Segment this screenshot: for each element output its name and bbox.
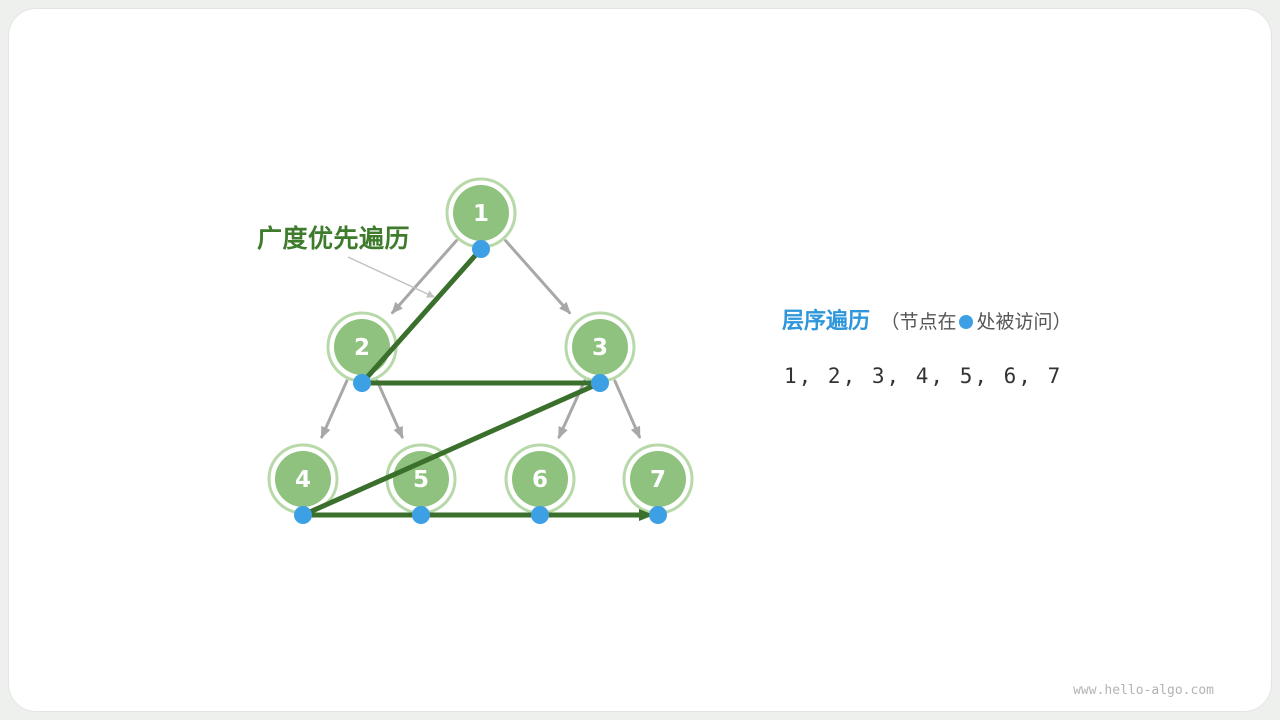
tree-node-value: 4 (295, 467, 311, 493)
legend-note-suffix: 处被访问） (976, 312, 1072, 333)
legend-note: （节点在处被访问） (880, 312, 1071, 333)
watermark: www.hello-algo.com (1073, 683, 1214, 698)
visit-dot (472, 240, 490, 258)
tree-node-value: 2 (354, 335, 370, 361)
tree-edge (320, 379, 349, 439)
traversal-sequence: 1, 2, 3, 4, 5, 6, 7 (784, 364, 1063, 388)
tree-edge (391, 239, 458, 315)
tree-node-circle (334, 319, 390, 375)
tree-node-circle (630, 451, 686, 507)
figure-card (8, 8, 1272, 712)
tree-node-value: 5 (413, 467, 429, 493)
legend-title: 层序遍历 (782, 308, 871, 333)
tree-edge (613, 379, 641, 439)
tree-node-value: 1 (473, 201, 489, 227)
tree-edge (504, 239, 571, 315)
tree-node-value: 3 (592, 335, 608, 361)
visit-dot (649, 506, 667, 524)
visit-dot (353, 374, 371, 392)
bfs-label-pointer-arrow (347, 256, 435, 298)
legend-note-prefix: （节点在 (880, 312, 957, 333)
visit-dot (412, 506, 430, 524)
tree-node-circle (512, 451, 568, 507)
visit-dot (531, 506, 549, 524)
visit-dot (294, 506, 312, 524)
tree-node-circle (275, 451, 331, 507)
visit-dot (591, 374, 609, 392)
tree-node-value: 7 (650, 467, 666, 493)
visit-dot-icon (959, 315, 974, 329)
tree-node-circle (393, 451, 449, 507)
tree-node-circle (572, 319, 628, 375)
legend: 层序遍历 （节点在处被访问） (782, 303, 1072, 335)
tree-edge (375, 379, 404, 439)
tree-node-value: 6 (532, 467, 548, 493)
tree-node-circle (453, 185, 509, 241)
bfs-label: 广度优先遍历 (257, 225, 411, 253)
